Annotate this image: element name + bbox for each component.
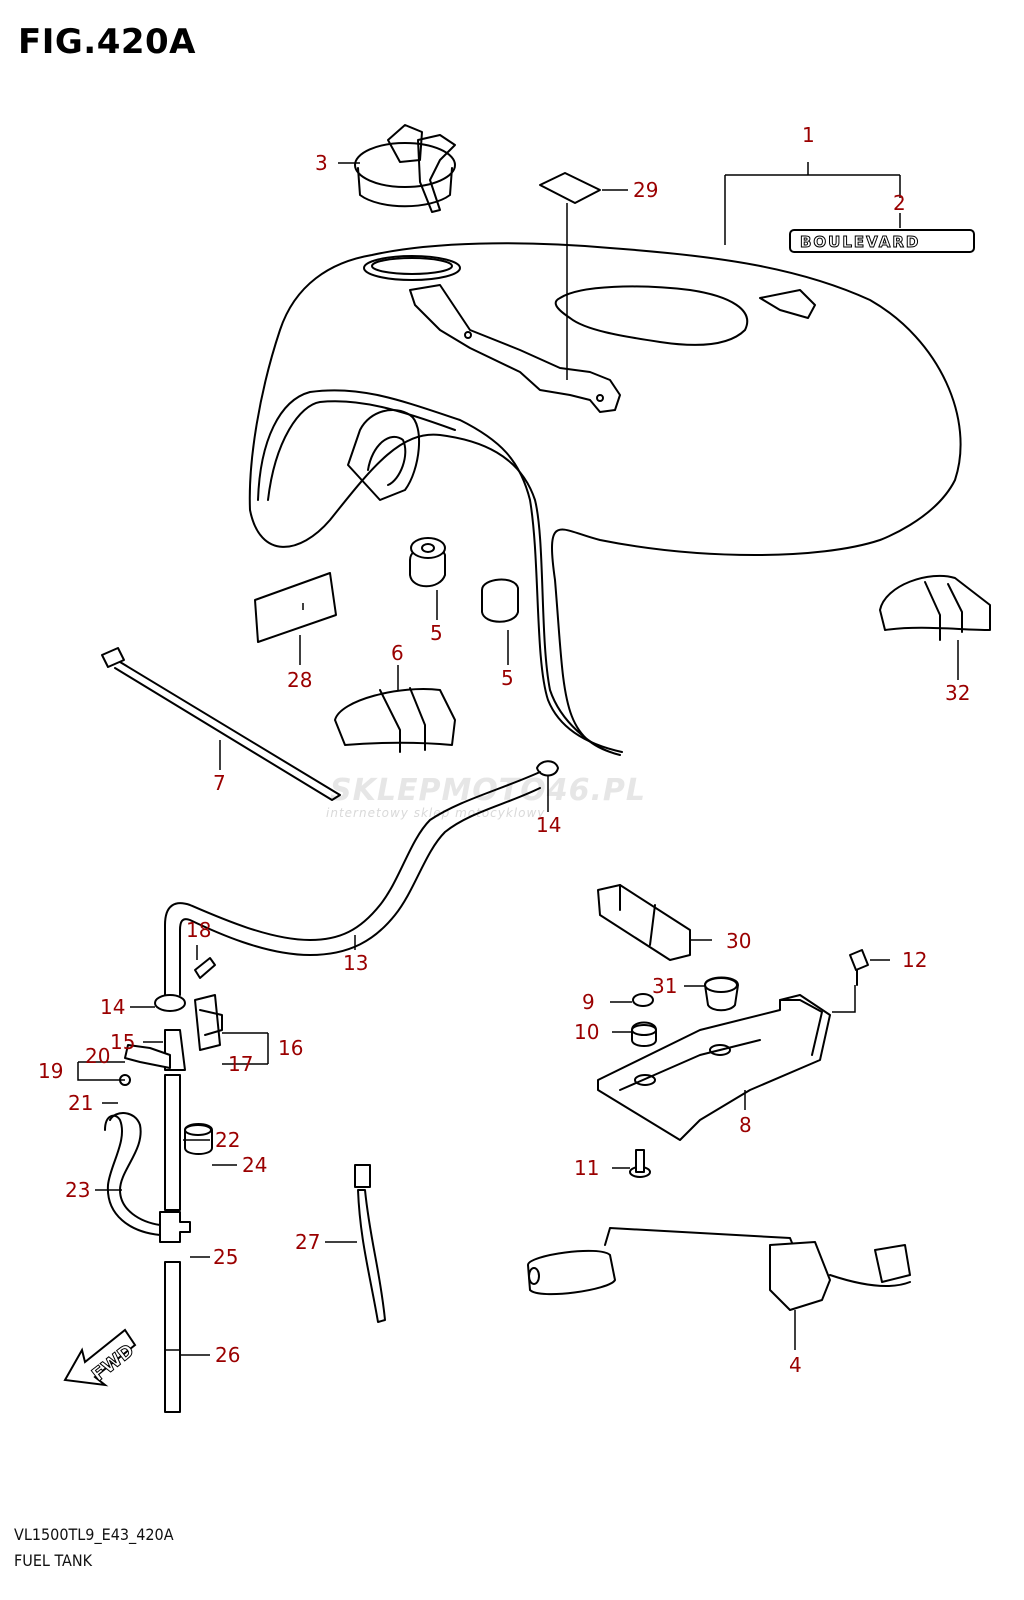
boulevard-emblem: BOULEVARD — [789, 229, 975, 253]
callout-6: 6 — [391, 641, 404, 665]
callout-7: 7 — [213, 771, 226, 795]
fuel-cap — [354, 124, 456, 213]
callout-25: 25 — [213, 1245, 238, 1269]
callout-14-lower: 14 — [100, 995, 125, 1019]
callout-15: 15 — [110, 1030, 135, 1054]
figure-title: FIG.420A — [18, 22, 196, 62]
tie-band-27 — [354, 1164, 386, 1323]
callout-13: 13 — [343, 951, 368, 975]
valve-assembly — [119, 957, 223, 1086]
callout-30: 30 — [726, 929, 751, 953]
watermark-tagline: internetowy sklep motocyklowy — [326, 806, 545, 820]
tank-cushion-32 — [879, 574, 991, 641]
callout-8: 8 — [739, 1113, 752, 1137]
cushion-10 — [631, 1021, 657, 1047]
callout-29: 29 — [633, 178, 658, 202]
callout-1: 1 — [802, 123, 815, 147]
cushion-30 — [597, 884, 691, 961]
label-sticker-29 — [539, 172, 601, 380]
bracket-8 — [597, 994, 831, 1141]
callout-19: 19 — [38, 1059, 63, 1083]
callout-9: 9 — [582, 990, 595, 1014]
tank-cushion-6 — [334, 687, 456, 753]
diagram-code: VL1500TL9_E43_420A — [14, 1525, 174, 1544]
cushion-5a — [409, 537, 446, 588]
breather-hose-13 — [164, 771, 541, 996]
callout-27: 27 — [295, 1230, 320, 1254]
cushion-5b — [481, 578, 519, 623]
callout-5a: 5 — [430, 621, 443, 645]
watermark: SKLEPMOTO46.PL internetowy sklep motocyk… — [326, 773, 646, 820]
bolt-12 — [849, 949, 869, 986]
label-sticker-28 — [254, 572, 337, 643]
callout-21: 21 — [68, 1091, 93, 1115]
callout-20: 20 — [85, 1044, 110, 1068]
callout-4: 4 — [789, 1353, 802, 1377]
clamp-14-upper — [536, 760, 559, 777]
callout-16: 16 — [278, 1036, 303, 1060]
callout-2: 2 — [893, 191, 906, 215]
callout-28: 28 — [287, 668, 312, 692]
callout-32: 32 — [945, 681, 970, 705]
callout-3: 3 — [315, 151, 328, 175]
callout-18: 18 — [186, 918, 211, 942]
bolt-11 — [629, 1149, 651, 1178]
callout-26: 26 — [215, 1343, 240, 1367]
tie-band-7 — [101, 647, 341, 801]
hose-23 — [104, 1112, 161, 1236]
footer: VL1500TL9_E43_420A FUEL TANK — [14, 1522, 174, 1574]
callout-14-upper: 14 — [536, 813, 561, 837]
watermark-brand: SKLEPMOTO46.PL — [330, 773, 646, 808]
callout-24: 24 — [242, 1153, 267, 1177]
diagram-name: FUEL TANK — [14, 1551, 93, 1570]
fuel-tank — [248, 242, 962, 756]
leader-lines — [77, 162, 959, 1356]
callout-17: 17 — [228, 1052, 253, 1076]
callout-11: 11 — [574, 1156, 599, 1180]
collar-9 — [632, 993, 654, 1007]
callout-12: 12 — [902, 948, 927, 972]
fuel-level-gauge — [527, 1227, 911, 1311]
hose-26 — [164, 1261, 181, 1413]
hose-22 — [164, 1074, 181, 1211]
ring-24 — [184, 1123, 213, 1155]
cushion-31 — [704, 976, 739, 1012]
joint-25 — [159, 1211, 191, 1243]
callout-10: 10 — [574, 1020, 599, 1044]
emblem-text: BOULEVARD — [800, 233, 920, 251]
fwd-arrow-icon: FWD — [63, 1328, 139, 1387]
callout-22: 22 — [215, 1128, 240, 1152]
callout-23: 23 — [65, 1178, 90, 1202]
callout-5b: 5 — [501, 666, 514, 690]
callout-31: 31 — [652, 974, 677, 998]
callout-labels: 1 2 3 29 5 5 6 28 32 7 14 13 18 14 15 16… — [38, 123, 970, 1377]
